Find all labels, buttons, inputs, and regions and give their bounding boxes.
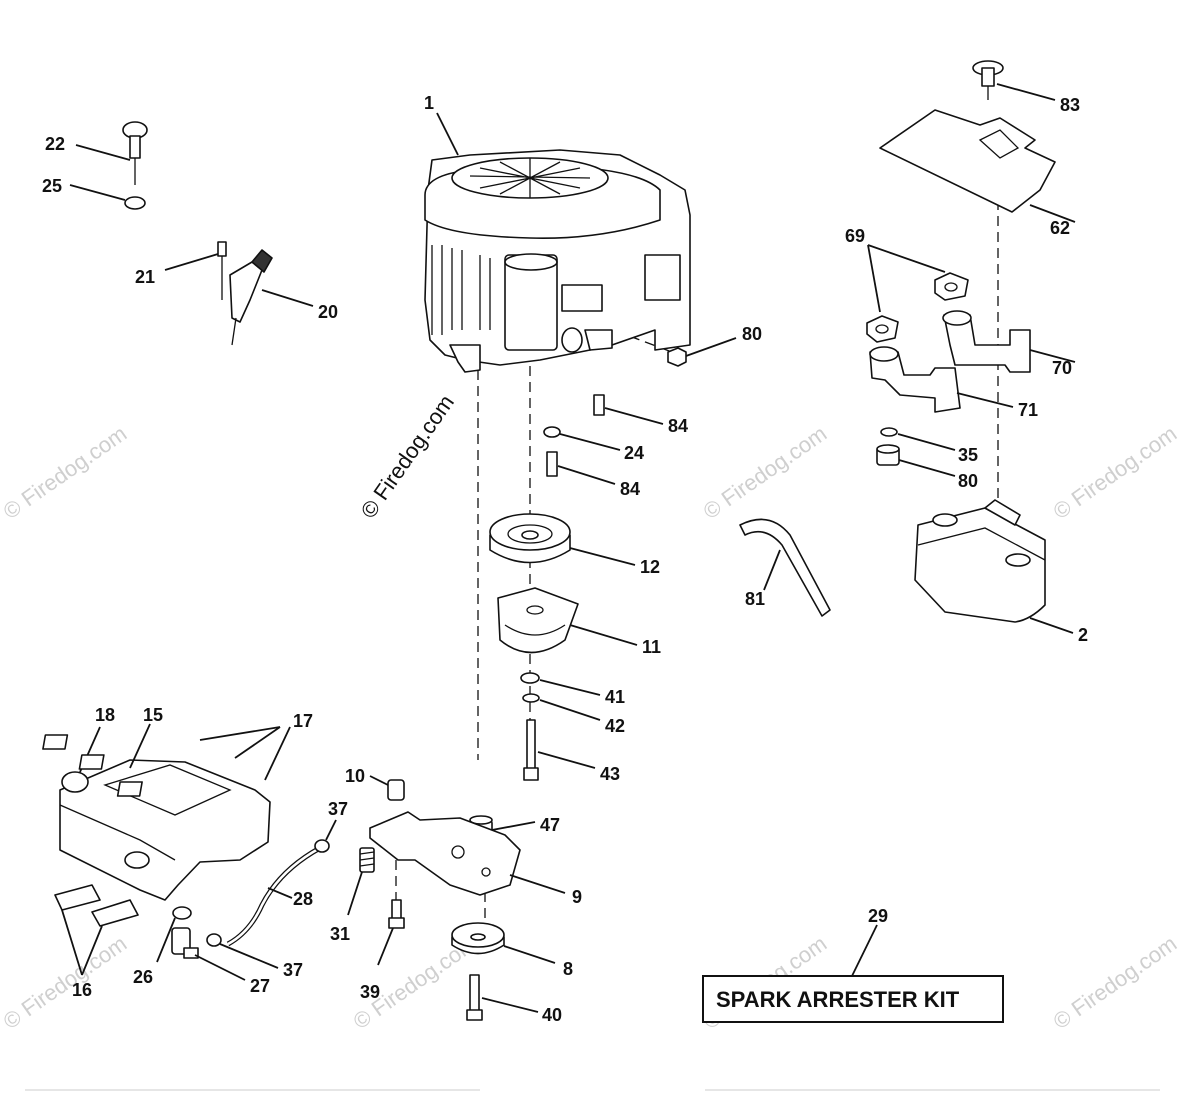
part-label-20: 20 [318,302,338,322]
part-label-8: 8 [563,959,573,979]
part-label-40: 40 [542,1005,562,1025]
part-label-11: 11 [642,637,661,657]
part-label-69: 69 [845,226,865,246]
gaskets-69: 69 [845,226,969,343]
kit-box [702,975,1004,1023]
spacer-10: 10 [345,766,405,801]
part-label-16: 16 [72,980,92,1000]
part-label-35: 35 [958,445,978,465]
kit-label: SPARK ARRESTER KIT [716,987,960,1012]
part-label-12: 12 [640,557,660,577]
part-label-41: 41 [605,687,625,707]
part-label-24: 24 [624,443,644,463]
part-label-84: 84 [668,416,688,436]
part-label-28: 28 [293,889,313,909]
grommet-26: 26 [133,906,192,987]
part-label-42: 42 [605,716,625,736]
washer-35: 35 [880,427,978,465]
part-label-17: 17 [293,711,313,731]
part-label-25: 25 [42,176,62,196]
bolt-43: 43 [523,719,620,784]
nut-80-engine: 80 [667,324,762,367]
bracket-9: 9 [369,811,582,907]
part-label-70: 70 [1052,358,1072,378]
part-label-10: 10 [345,766,365,786]
exhaust-pipe-71: 71 [869,346,1038,420]
watermark-main: © Firedog.com [356,390,459,523]
tube-81: 81 [739,518,831,617]
part-label-21: 21 [135,267,155,287]
bolt-39: 39 [360,899,405,1002]
part-label-18: 18 [95,705,115,725]
part-label-9: 9 [572,887,582,907]
part-label-62: 62 [1050,218,1070,238]
part-label-26: 26 [133,967,153,987]
hose-28: 28 [226,845,322,947]
muffler-2: 2 [914,499,1088,645]
washer-25: 25 [42,176,146,210]
clamp-37-lower: 37 [206,933,303,980]
washer-42: 42 [522,693,625,736]
part-label-37: 37 [283,960,303,980]
part-label-43: 43 [600,764,620,784]
heat-shield-62: 62 [879,109,1076,238]
part-label-2: 2 [1078,625,1088,645]
watermark: © Firedog.com [699,421,832,524]
idler-pulley-8: 8 [451,922,573,979]
knob-83: 83 [972,60,1080,115]
exhaust-pipe-70: 70 [942,310,1076,378]
part-label-27: 27 [250,976,270,996]
throttle-control-20: 20 [229,249,338,346]
washer-41: 41 [520,672,625,707]
watermark: © Firedog.com [0,421,131,524]
part-label-39: 39 [360,982,380,1002]
clamp-37-upper: 37 [314,799,348,853]
spring-31: 31 [330,847,375,944]
knob-22: 22 [45,121,148,185]
air-cleaner-15: 15 [59,705,271,901]
screw-21: 21 [135,241,227,300]
part-label-81: 81 [745,589,765,609]
part-label-22: 22 [45,134,65,154]
bolt-40: 40 [466,974,562,1025]
bolt-84-upper: 84 [593,394,688,436]
engine-assembly: 1 [424,93,691,373]
filter-pads-17: 17 [42,711,313,797]
watermark: © Firedog.com [1049,931,1180,1034]
part-label-29: 29 [868,906,888,926]
part-label-47: 47 [540,815,560,835]
clutch-11: 11 [497,587,661,657]
part-label-83: 83 [1060,95,1080,115]
nut-80-exhaust: 80 [876,444,978,491]
pulley-12: 12 [489,513,660,577]
part-label-1: 1 [424,93,434,113]
filter-elements-16: 16 [54,884,139,1000]
part-label-80: 80 [742,324,762,344]
spark-arrester-kit: 29 SPARK ARRESTER KIT [702,906,1004,1023]
fitting-27: 27 [171,927,270,996]
part-label-84: 84 [620,479,640,499]
part-label-71: 71 [1018,400,1038,420]
bolt-84-lower: 84 [546,451,640,499]
part-label-80: 80 [958,471,978,491]
part-label-31: 31 [330,924,350,944]
watermark: © Firedog.com [0,931,131,1034]
part-label-15: 15 [143,705,163,725]
washer-24: 24 [543,426,644,463]
watermark: © Firedog.com [1049,421,1180,524]
part-label-37: 37 [328,799,348,819]
